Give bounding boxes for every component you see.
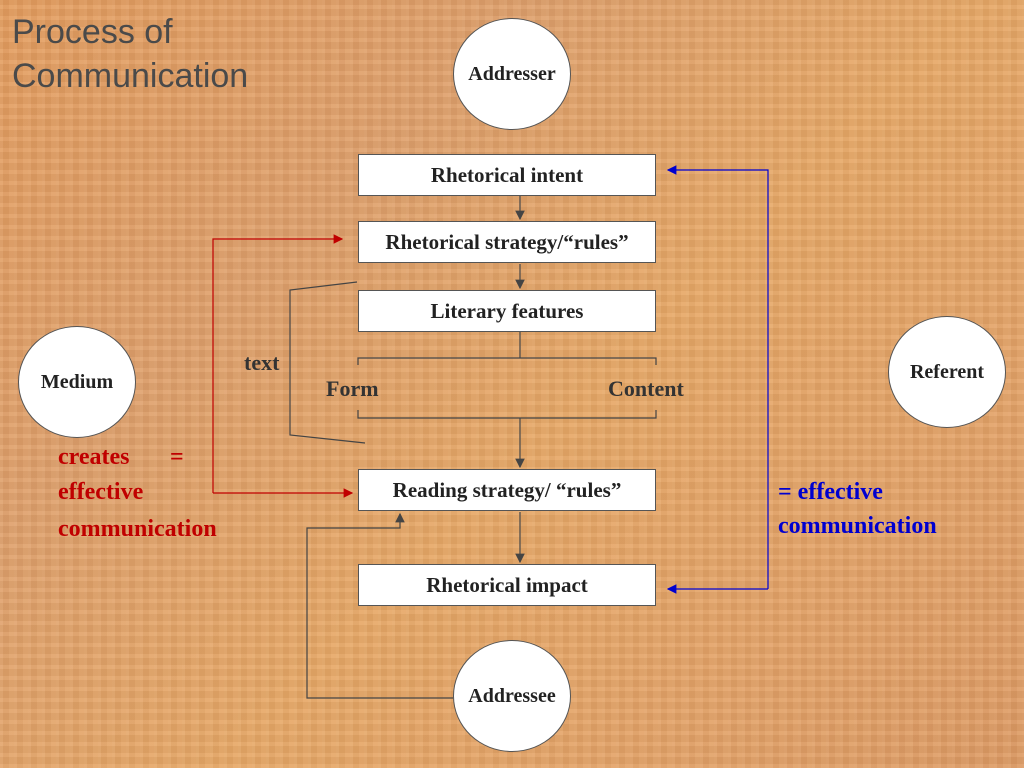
arrow-addressee-to-reading: [306, 512, 453, 699]
literary-features-label: Literary features: [430, 298, 584, 323]
blue-loop-arrow-top: [666, 165, 769, 589]
blue-annotation-effective: = effective: [778, 479, 883, 505]
blue-annotation-communication: communication: [778, 513, 937, 539]
red-annotation-creates: creates: [58, 444, 130, 470]
medium-node: Medium: [18, 326, 136, 438]
content-label: Content: [608, 376, 684, 401]
reading-strategy-label: Reading strategy/ “rules”: [392, 477, 622, 502]
rhetorical-impact-box: Rhetorical impact: [358, 564, 656, 606]
rhetorical-impact-label: Rhetorical impact: [426, 572, 588, 597]
medium-label: Medium: [40, 370, 114, 393]
addresser-label: Addresser: [468, 62, 556, 85]
bracket-bottom: [357, 410, 657, 419]
rhetorical-strategy-box: Rhetorical strategy/“rules”: [358, 221, 656, 263]
addressee-node: Addressee: [453, 640, 571, 752]
red-annotation-effective: effective: [58, 479, 144, 505]
red-annotation-equals: =: [170, 444, 184, 470]
page-title: Process of Communication: [12, 10, 248, 98]
addresser-node: Addresser: [453, 18, 571, 130]
page-title-line-1: Process of: [12, 13, 173, 51]
form-label: Form: [326, 376, 379, 401]
rhetorical-strategy-label: Rhetorical strategy/“rules”: [385, 229, 629, 254]
text-label: text: [244, 350, 280, 375]
literary-features-box: Literary features: [358, 290, 656, 332]
page-title-line-2: Communication: [12, 57, 249, 95]
reading-strategy-box: Reading strategy/ “rules”: [358, 469, 656, 511]
text-brace: [289, 281, 366, 444]
addressee-label: Addressee: [468, 684, 556, 707]
rhetorical-intent-box: Rhetorical intent: [358, 154, 656, 196]
referent-node: Referent: [888, 316, 1006, 428]
red-loop-arrow-top: [212, 234, 344, 493]
referent-label: Referent: [909, 360, 985, 383]
red-annotation-communication: communication: [58, 516, 217, 542]
rhetorical-intent-label: Rhetorical intent: [430, 162, 584, 187]
bracket-top: [357, 357, 657, 365]
